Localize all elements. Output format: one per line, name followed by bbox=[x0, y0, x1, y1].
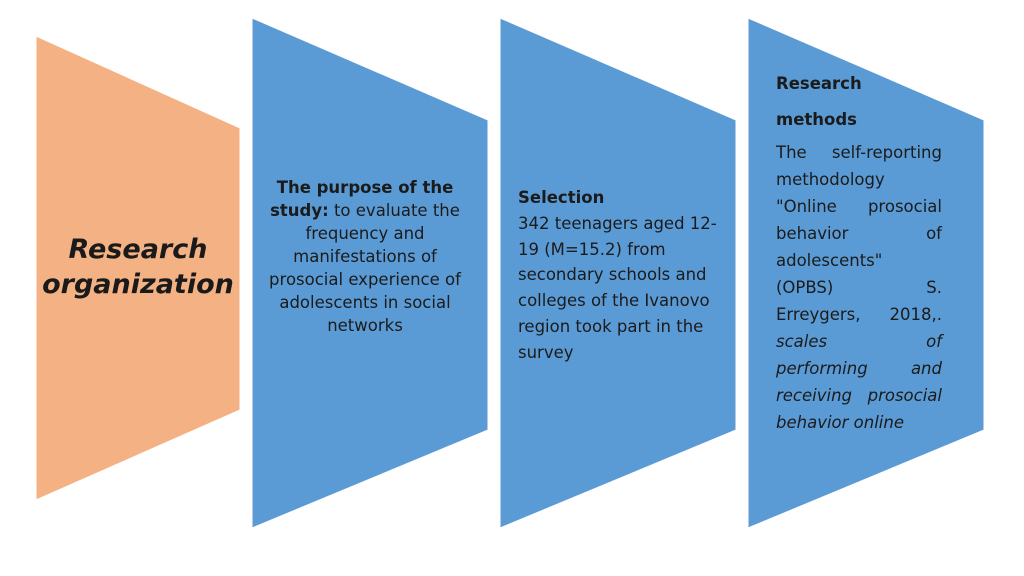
selection-text: Selection 342 teenagers aged 12-19 (M=15… bbox=[518, 185, 724, 366]
methods-body-italic: scales of performing and receiving proso… bbox=[776, 332, 942, 432]
organization-label-line1: Research bbox=[68, 234, 208, 265]
purpose-text: The purpose of the study: to evaluate th… bbox=[262, 176, 468, 337]
selection-panel bbox=[499, 17, 737, 529]
organization-label-line2: organization bbox=[42, 269, 234, 300]
methods-heading-line1: Research bbox=[776, 74, 862, 93]
purpose-body: to evaluate the frequency and manifestat… bbox=[269, 201, 461, 335]
methods-panel bbox=[747, 17, 985, 529]
organization-panel bbox=[35, 35, 241, 501]
selection-body: 342 teenagers aged 12-19 (M=15.2) from s… bbox=[518, 213, 717, 362]
selection-heading: Selection bbox=[518, 188, 605, 207]
methods-body-text: The self-reporting methodology "Online p… bbox=[776, 143, 942, 324]
organization-label: Research organization bbox=[36, 232, 240, 302]
methods-body: The self-reporting methodology "Online p… bbox=[776, 139, 942, 436]
methods-heading-line2: methods bbox=[776, 110, 857, 129]
purpose-panel bbox=[251, 17, 489, 529]
purpose-heading: The purpose of the study: bbox=[270, 178, 454, 220]
methods-text: Research methods The self-reporting meth… bbox=[776, 66, 942, 436]
